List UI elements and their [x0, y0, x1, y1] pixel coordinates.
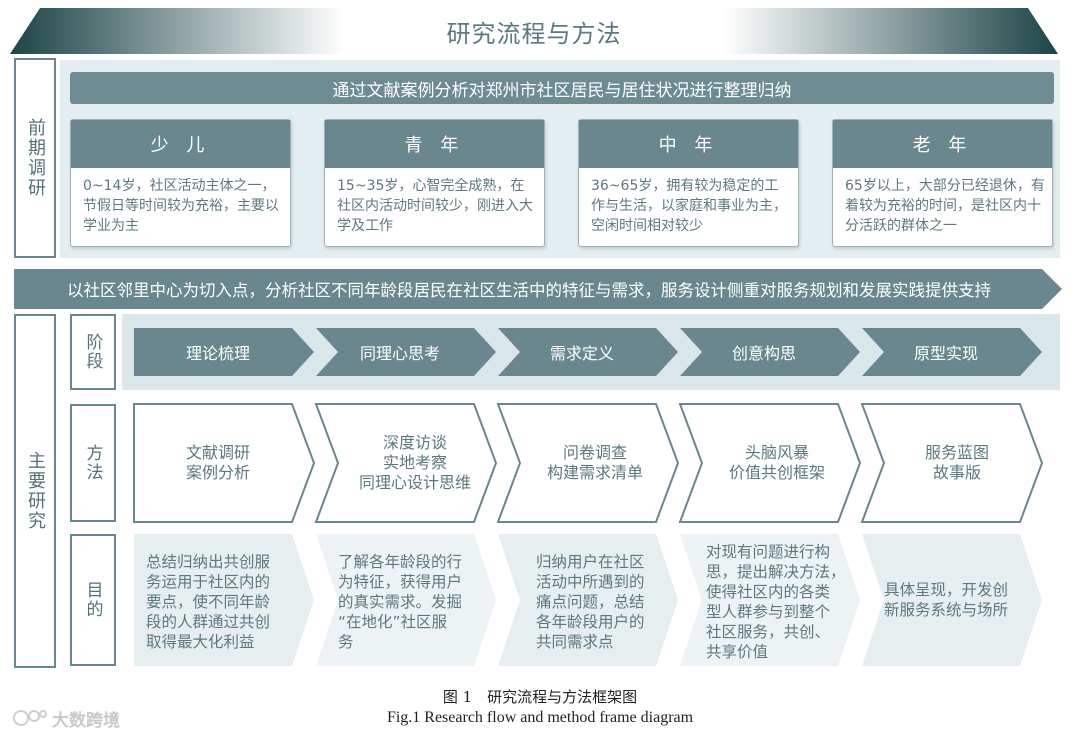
age-card-desc: 15~35岁，心智完全成熟，在社区内活动时间较少，刚进入大学及工作	[337, 178, 533, 234]
age-card-desc: 0~14岁，社区活动主体之一，节假日等时间较为充裕，主要以学业为主	[83, 178, 279, 234]
stage-chevron	[316, 328, 496, 376]
title-banner: 研究流程与方法	[10, 8, 1058, 54]
watermark-logo-icon	[13, 710, 47, 726]
method-chevron	[496, 403, 680, 523]
figure-caption-en: Fig.1 Research flow and method frame dia…	[386, 709, 694, 726]
age-card-youth: 青 年 15~35岁，心智完全成熟，在社区内活动时间较少，刚进入大学及工作	[324, 119, 545, 247]
pre-survey-label: 前期调研	[14, 58, 56, 258]
stage-label: 需求定义	[549, 344, 614, 363]
stage-label: 同理心思考	[359, 344, 440, 363]
purpose-text: 总结归纳出共创服务运用于社区内的要点，使不同年龄段的人群通过共创取得最大化利益	[146, 553, 271, 651]
method-text: 头脑风暴价值共创框架	[728, 443, 825, 482]
purpose-chevron	[498, 534, 678, 666]
watermark: 大数跨境	[12, 706, 120, 731]
method-chevron	[314, 403, 498, 523]
purpose-text: 具体呈现，开发创新服务系统与场所	[884, 581, 1009, 619]
method-text: 问卷调查构建需求清单	[546, 443, 643, 482]
age-card-elderly: 老 年 65岁以上，大部分已经退休，有着较为充裕的时间，是社区内十分活跃的群体之…	[832, 119, 1053, 247]
figure-caption-cn: 图 1 研究流程与方法框架图	[442, 688, 638, 706]
age-card-desc: 36~65岁，拥有较为稳定的工作与生活，以家庭和事业为主，空闲时间相对较少	[591, 178, 787, 234]
purpose-chevron	[862, 534, 1042, 666]
age-card-middle-aged: 中 年 36~65岁，拥有较为稳定的工作与生活，以家庭和事业为主，空闲时间相对较…	[578, 119, 799, 247]
purpose-text: 归纳用户在社区活动中所遇到的痛点问题，总结各年龄段用户的共同需求点	[536, 553, 645, 651]
row-label-purpose: 目的	[70, 534, 116, 666]
page-title: 研究流程与方法	[446, 19, 622, 48]
focus-arrow-text: 以社区邻里中心为切入点，分析社区不同年龄段居民在社区生活中的特征与需求，服务设计…	[67, 281, 991, 300]
method-text: 深度访谈实地考察同理心设计思维	[358, 433, 471, 492]
method-chevron	[133, 403, 316, 523]
purpose-text: 了解各年龄段的行为特征，获得用户的真实需求。发掘“在地化”社区服务	[338, 553, 463, 651]
stage-label: 创意构思	[731, 344, 796, 363]
method-text: 服务蓝图故事版	[924, 443, 989, 482]
focus-arrow: 以社区邻里中心为切入点，分析社区不同年龄段居民在社区生活中的特征与需求，服务设计…	[14, 269, 1062, 309]
purpose-chevron	[134, 534, 314, 666]
age-card-title: 青 年	[325, 120, 544, 168]
method-chevron	[860, 403, 1044, 523]
purpose-text: 对现有问题进行构思，提出解决方法，使得社区内的各类型人群参与到整个社区服务，共创…	[706, 543, 846, 661]
age-card-desc: 65岁以上，大部分已经退休，有着较为充裕的时间，是社区内十分活跃的群体之一	[845, 178, 1045, 234]
purpose-chevron	[680, 534, 860, 666]
age-card-children: 少 儿 0~14岁，社区活动主体之一，节假日等时间较为充裕，主要以学业为主	[70, 119, 291, 247]
method-text: 文献调研案例分析	[185, 443, 250, 482]
stage-chevron	[862, 328, 1042, 376]
age-card-title: 中 年	[579, 120, 798, 168]
row-label-stage: 阶段	[70, 314, 116, 390]
main-research-label: 主要研究	[14, 314, 56, 668]
stage-chevron	[134, 328, 314, 376]
age-card-title: 老 年	[833, 120, 1052, 168]
stage-label: 原型实现	[913, 344, 978, 363]
age-card-title: 少 儿	[71, 120, 290, 168]
stage-label: 理论梳理	[185, 344, 250, 363]
method-chevron	[678, 403, 862, 523]
stage-chevron	[498, 328, 678, 376]
stage-chevron	[680, 328, 860, 376]
purpose-chevron	[316, 534, 496, 666]
survey-header: 通过文献案例分析对郑州市社区居民与居住状况进行整理归纳	[70, 72, 1054, 104]
row-label-method: 方法	[70, 404, 116, 522]
